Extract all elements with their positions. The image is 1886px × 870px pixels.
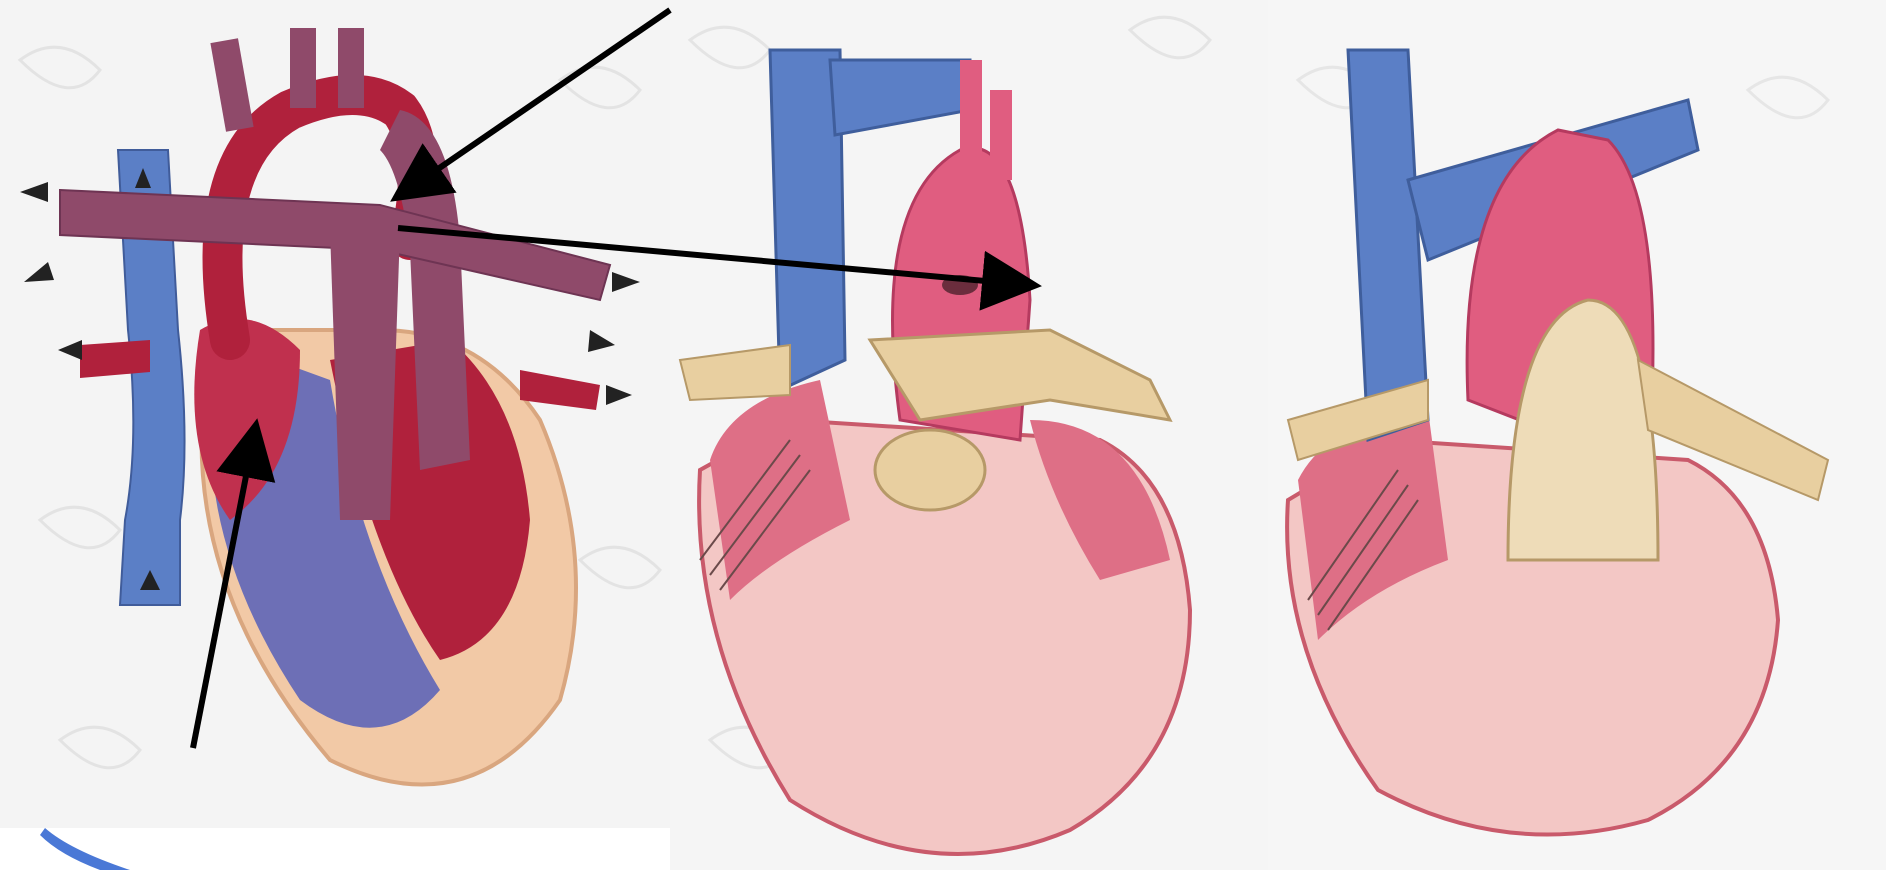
pulmonary-trunk <box>330 230 400 520</box>
pulmonary-vein-left <box>80 340 150 378</box>
aortic-branch <box>960 60 982 170</box>
coronary-button <box>942 275 978 295</box>
fetal-heart-illustration <box>0 0 670 828</box>
arch-branch-3 <box>338 28 364 108</box>
arch-branch-2 <box>290 28 316 108</box>
repaired-heart-illustration <box>1268 0 1886 870</box>
decorative-curve <box>40 828 130 870</box>
switch-heart-illustration <box>670 0 1268 870</box>
completed-repair-panel <box>1268 0 1886 870</box>
switch-operation-panel <box>670 0 1268 870</box>
neo-aortic-root <box>875 430 985 510</box>
fetal-circulation-panel <box>0 0 670 828</box>
aortic-branch-2 <box>990 90 1012 180</box>
